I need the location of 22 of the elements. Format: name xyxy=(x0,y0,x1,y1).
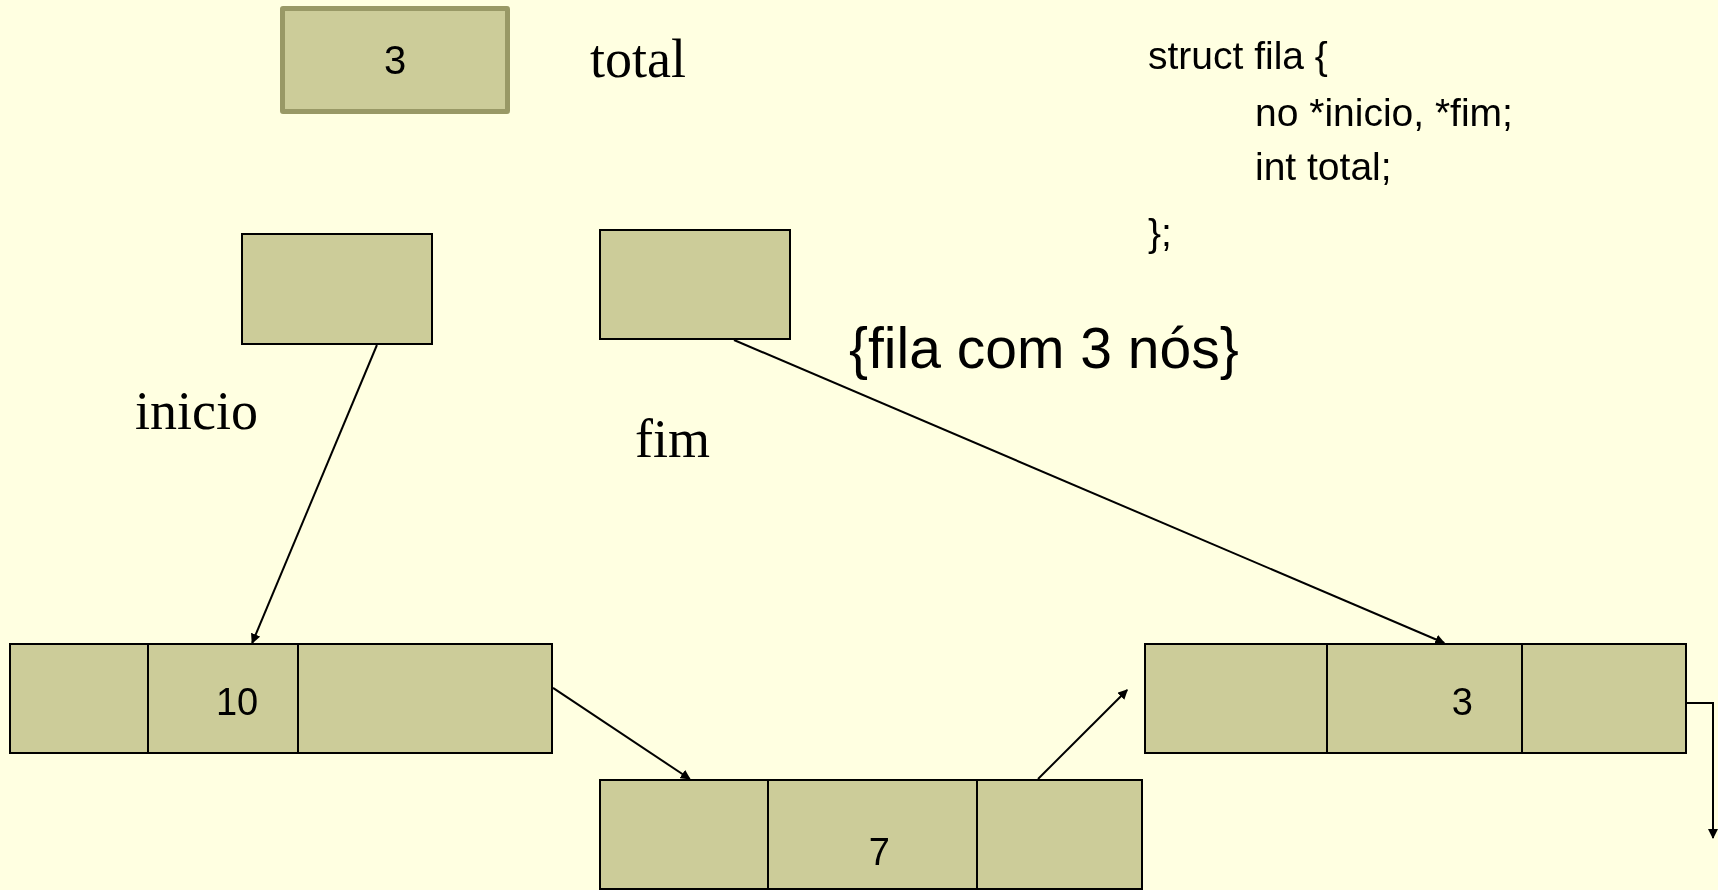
pointer-arrow xyxy=(552,686,691,780)
code-line: int total; xyxy=(1255,145,1392,189)
node-value: 3 xyxy=(1451,683,1473,721)
code-line: struct fila { xyxy=(1148,34,1328,78)
pointer-box xyxy=(599,229,791,340)
pointer-box xyxy=(241,233,433,345)
value-box: 3 xyxy=(280,6,510,114)
pointer-arrow xyxy=(733,339,1446,645)
pointer-arrow xyxy=(1686,701,1718,839)
list-node xyxy=(1144,643,1687,754)
list-node xyxy=(599,779,1143,890)
variable-name: inicio xyxy=(135,384,258,438)
variable-name: fim xyxy=(635,412,710,466)
code-line: }; xyxy=(1148,211,1172,255)
variable-name: total xyxy=(590,32,686,86)
pointer-arrow xyxy=(1037,688,1129,780)
code-line: no *inicio, *fim; xyxy=(1255,91,1513,135)
pointer-arrow xyxy=(251,344,378,644)
node-value: 7 xyxy=(868,833,890,871)
caption-text: {fila com 3 nós} xyxy=(849,315,1239,381)
list-node xyxy=(9,643,553,754)
node-value: 10 xyxy=(216,683,259,721)
